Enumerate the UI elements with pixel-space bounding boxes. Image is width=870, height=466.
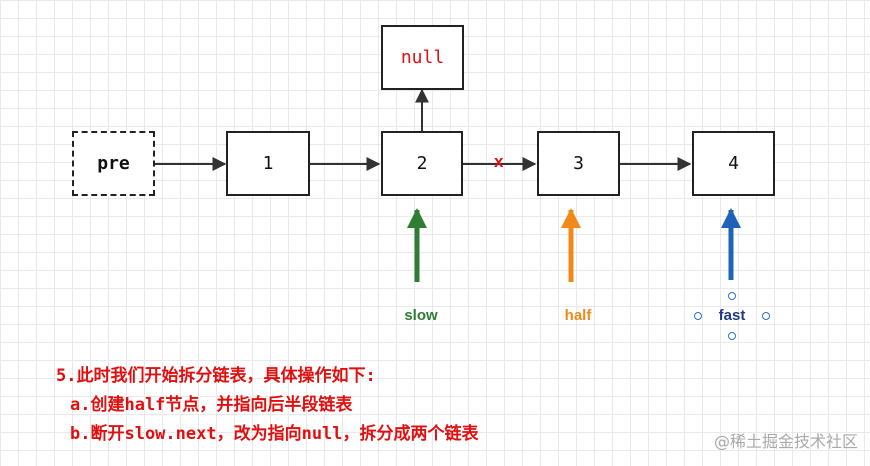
- node-null[interactable]: null: [381, 25, 464, 90]
- break-mark: x: [494, 152, 504, 171]
- note-item-b: b.断开slow.next，改为指向null，拆分成两个链表: [70, 424, 479, 444]
- selection-handle-bottom[interactable]: [728, 332, 736, 340]
- selection-handle-right[interactable]: [762, 312, 770, 320]
- node-3[interactable]: 3: [537, 131, 620, 196]
- node-pre[interactable]: pre: [72, 131, 155, 196]
- node-1[interactable]: 1: [226, 131, 310, 196]
- half-label: half: [564, 307, 592, 324]
- watermark: @稀土掘金技术社区: [713, 432, 858, 451]
- notes-block: 5.此时我们开始拆分链表，具体操作如下: a.创建half节点，并指向后半段链表…: [56, 362, 479, 449]
- selection-handle-left[interactable]: [694, 312, 702, 320]
- selection-handle-top[interactable]: [728, 292, 736, 300]
- node-2[interactable]: 2: [381, 131, 463, 196]
- node-4[interactable]: 4: [692, 131, 775, 196]
- fast-label[interactable]: fast: [718, 307, 746, 324]
- slow-label: slow: [404, 307, 438, 324]
- note-step: 5.此时我们开始拆分链表，具体操作如下:: [56, 366, 376, 386]
- note-item-a: a.创建half节点，并指向后半段链表: [70, 395, 353, 415]
